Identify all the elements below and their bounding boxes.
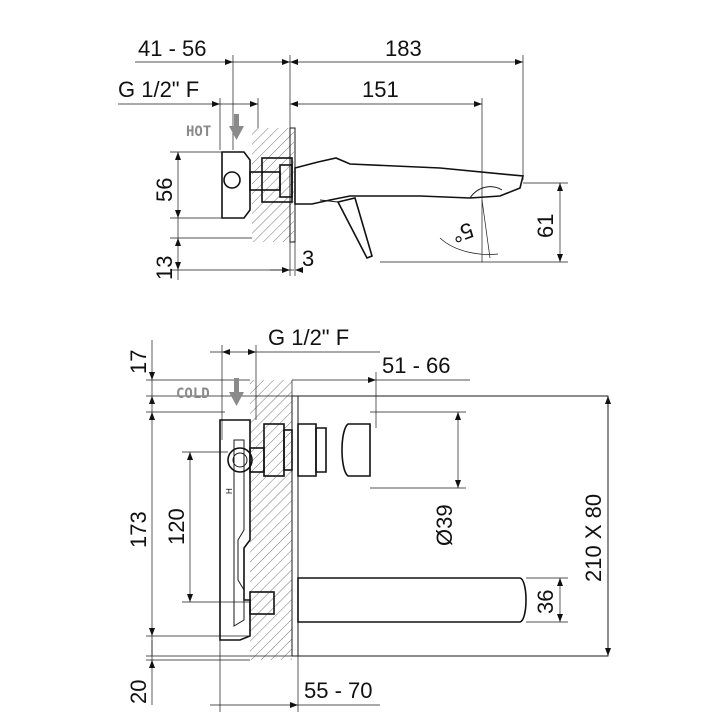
small-marking-h: H xyxy=(225,488,234,494)
dim-g12f-bottom: G 1/2" F xyxy=(268,325,349,350)
dim-183: 183 xyxy=(385,36,422,61)
dim-120: 120 xyxy=(164,508,189,545)
dim-55-70: 55 - 70 xyxy=(304,678,373,703)
dim-angle-5deg: 5° xyxy=(449,217,477,248)
dim-13: 13 xyxy=(152,256,177,280)
top-side-view: 41 - 56 183 G 1/2" F 151 HOT xyxy=(118,36,568,280)
dim-36: 36 xyxy=(533,590,558,614)
wall-hatch-bottom xyxy=(250,380,292,660)
label-hot: HOT xyxy=(186,124,211,140)
dim-20: 20 xyxy=(126,680,151,704)
bottom-front-view: 17 G 1/2" F 51 - 66 COLD H xyxy=(126,325,611,712)
dim-41-56: 41 - 56 xyxy=(138,36,207,61)
hot-arrow-icon xyxy=(229,114,244,140)
dim-17: 17 xyxy=(126,350,151,374)
dim-61: 61 xyxy=(533,214,558,238)
dim-210x80: 210 X 80 xyxy=(581,494,606,582)
dim-3: 3 xyxy=(302,246,314,271)
dim-173: 173 xyxy=(126,511,151,548)
wall-hatch-top xyxy=(252,128,294,242)
dim-56: 56 xyxy=(152,178,177,202)
wall-plate-bottom xyxy=(291,395,299,657)
cold-arrow-icon xyxy=(229,378,244,406)
dim-51-66: 51 - 66 xyxy=(382,353,451,378)
label-cold: COLD xyxy=(176,386,210,402)
dim-151: 151 xyxy=(362,77,399,102)
dim-diameter-39: Ø39 xyxy=(432,504,457,546)
dim-g12f-top: G 1/2" F xyxy=(118,77,199,102)
